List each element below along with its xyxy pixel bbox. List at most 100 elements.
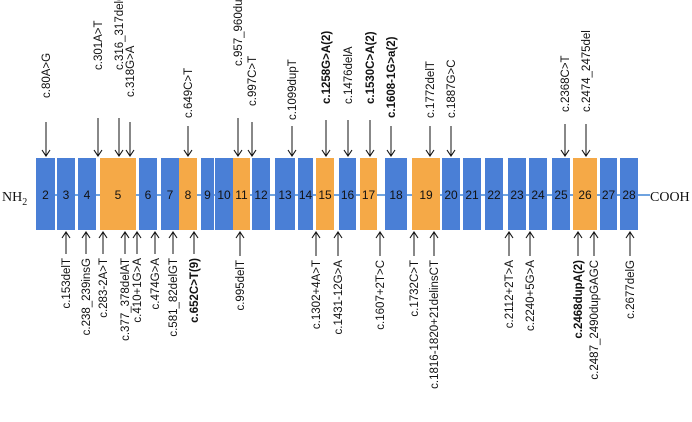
variant-label: c.318G>A — [125, 45, 137, 97]
variant-label: c.1530C>A(2) — [365, 31, 377, 104]
arrow-head — [409, 231, 419, 239]
exon-number: 27 — [602, 188, 616, 202]
exon-box — [412, 158, 440, 230]
variant-label: c.1099dupT — [287, 59, 299, 120]
arrow-head — [343, 149, 353, 157]
exon-number: 19 — [419, 188, 433, 202]
exon-number: 10 — [217, 188, 231, 202]
exon-number: 18 — [389, 188, 403, 202]
arrow-head — [150, 231, 160, 239]
variant-label: c.1608-1G>a(2) — [386, 36, 398, 118]
exon-box — [78, 158, 96, 230]
arrow-head — [333, 231, 343, 239]
exon-number: 25 — [554, 188, 568, 202]
exon-box — [100, 158, 136, 230]
exon-box — [573, 158, 597, 230]
variant-label: c.377_378delAT — [120, 258, 132, 341]
exon-number: 5 — [115, 188, 122, 202]
variant-label: c.1302+4A>T — [311, 260, 323, 329]
variant-label: c.1607+2T>C — [375, 260, 387, 330]
variant-label: c.2368C>T — [560, 55, 572, 112]
exon-box — [529, 158, 547, 230]
variant-label: c.1816-1820+21delinsCT — [429, 260, 441, 389]
arrow-head — [573, 231, 583, 239]
arrow-head — [247, 149, 257, 157]
arrow-head — [125, 149, 135, 157]
variant-label: c.2487_2490dupGAGC — [589, 260, 601, 380]
variant-label: c.2240+5G>A — [525, 260, 537, 331]
variant-label: c.995delT — [235, 260, 247, 311]
exon-number: 11 — [235, 188, 248, 202]
exon-number: 13 — [278, 188, 292, 202]
variant-label: c.1732C>T — [409, 260, 421, 317]
variant-label: c.80A>G — [41, 53, 53, 98]
exon-box — [385, 158, 407, 230]
exon-box — [298, 158, 313, 230]
arrow-head — [321, 149, 331, 157]
arrow-head — [183, 149, 193, 157]
exon-box — [275, 158, 295, 230]
arrow-head — [61, 231, 71, 239]
exon-box — [161, 158, 179, 230]
variant-label: c.652C>T(9) — [189, 258, 201, 323]
arrow-head — [233, 149, 243, 157]
arrow-head — [41, 149, 51, 157]
arrow-head — [429, 231, 439, 239]
arrow-head — [560, 149, 570, 157]
n-terminus-label: NH2 — [2, 190, 27, 208]
variant-label: c.474G>A — [150, 258, 162, 310]
variant-label: c.2112+2T>A — [504, 260, 516, 329]
variant-label: c.1772delT — [425, 61, 437, 118]
exon-number: 2 — [42, 188, 49, 202]
arrow-head — [120, 231, 130, 239]
exon-box — [552, 158, 570, 230]
arrow-head — [375, 231, 385, 239]
arrow-head — [525, 231, 535, 239]
exon-number: 24 — [531, 188, 545, 202]
arrow-head — [581, 149, 591, 157]
variant-label: c.2474_2475del — [581, 30, 593, 112]
arrow-head — [425, 149, 435, 157]
exon-number: 16 — [341, 188, 355, 202]
exon-number: 20 — [444, 188, 458, 202]
exon-box — [139, 158, 157, 230]
exon-number: 17 — [362, 188, 376, 202]
arrow-head — [625, 231, 635, 239]
variant-label: c.301A>T — [93, 20, 105, 70]
arrow-head — [189, 231, 199, 239]
exon-box — [485, 158, 503, 230]
arrow-head — [132, 231, 142, 239]
arrow-head — [504, 231, 514, 239]
exon-number: 14 — [299, 188, 313, 202]
exon-box — [620, 158, 638, 230]
exon-number: 26 — [578, 188, 592, 202]
arrow-head — [168, 231, 178, 239]
exon-number: 4 — [84, 188, 91, 202]
exon-number: 15 — [318, 188, 332, 202]
exon-number: 9 — [204, 188, 211, 202]
arrow-head — [98, 231, 108, 239]
variant-label: c.957_960dupTGGT — [233, 0, 245, 66]
exon-number: 6 — [145, 188, 152, 202]
variant-label: c.1258G>A(2) — [321, 31, 333, 104]
exon-number: 3 — [63, 188, 70, 202]
exon-box — [233, 158, 250, 230]
variant-label: c.2677delG — [625, 260, 637, 319]
exon-box — [442, 158, 460, 230]
exon-box — [201, 158, 214, 230]
exon-number: 23 — [510, 188, 524, 202]
variant-label: c.283-2A>T — [98, 258, 110, 318]
arrow-head — [365, 149, 375, 157]
exon-box — [215, 158, 233, 230]
exon-box — [36, 158, 55, 230]
variant-label: c.997C>T — [247, 56, 259, 106]
exon-number: 21 — [465, 188, 479, 202]
exon-box — [179, 158, 197, 230]
c-terminus-label: COOH — [650, 190, 690, 205]
variant-label: c.1431-12G>A — [333, 260, 345, 335]
exon-number: 28 — [622, 188, 636, 202]
